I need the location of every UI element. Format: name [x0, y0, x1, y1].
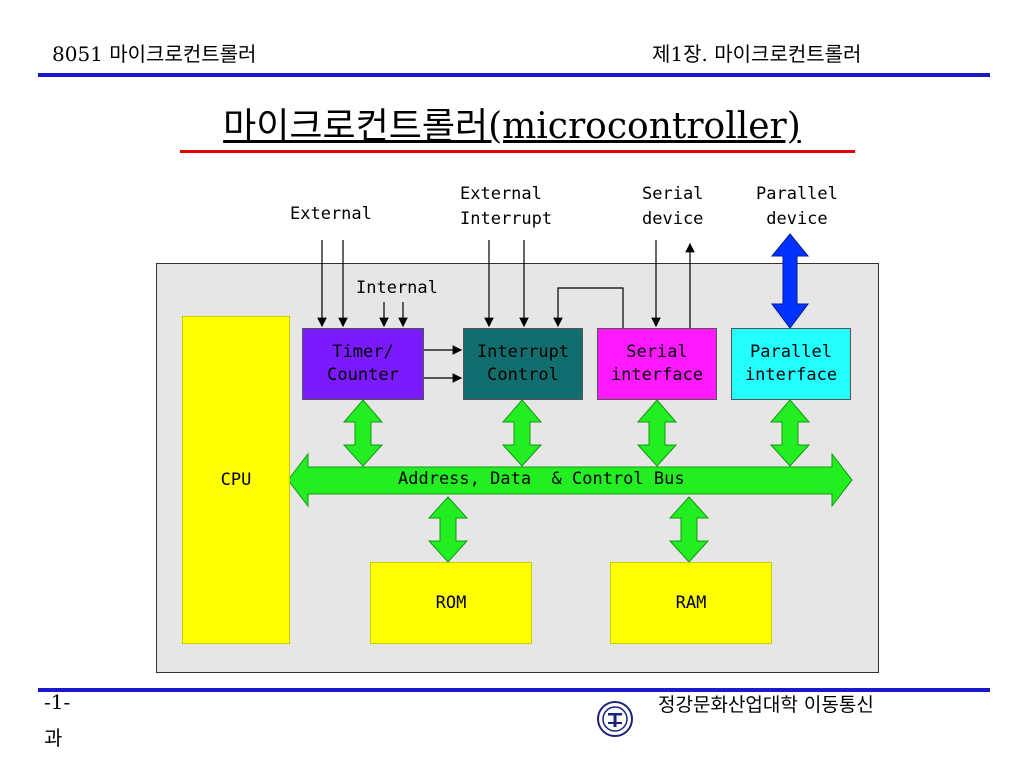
label-external-interrupt: External Interrupt: [460, 184, 553, 229]
interrupt-bus-arrow: [501, 399, 543, 467]
timer-bus-arrow: [342, 399, 384, 467]
ram-block: RAM: [610, 562, 772, 644]
header-left: 8051 마이크로컨트롤러: [52, 42, 257, 66]
university-seal-icon: [597, 701, 633, 737]
parallel-bus-arrow: [769, 399, 811, 467]
interrupt-control-block: Interrupt Control: [463, 328, 583, 400]
label-parallel-device: Parallel device: [756, 184, 838, 229]
footer-university: 정강문화산업대학 이동통신: [658, 694, 874, 716]
serial-to-interrupt-line: [553, 287, 624, 328]
cpu-block: CPU: [182, 316, 290, 644]
serial-bus-arrow: [636, 399, 678, 467]
label-internal: Internal: [356, 278, 438, 298]
title-underline: [180, 150, 855, 153]
timer-counter-block: Timer/ Counter: [302, 328, 424, 400]
page-title: 마이크로컨트롤러(microcontroller): [223, 106, 801, 147]
header-right: 제1장. 마이크로컨트롤러: [652, 42, 862, 66]
address-data-control-bus: [287, 452, 853, 508]
rom-block: ROM: [370, 562, 532, 644]
footer-rule: [38, 688, 990, 692]
footer-dept-line2: 과: [44, 726, 63, 750]
bus-ram-arrow: [668, 496, 710, 563]
label-external: External: [290, 204, 372, 224]
header-rule: [38, 73, 990, 77]
bus-rom-arrow: [427, 496, 469, 563]
parallel-device-arrow: [770, 233, 810, 329]
serial-interface-block: Serial interface: [597, 328, 717, 400]
parallel-interface-block: Parallel interface: [731, 328, 851, 400]
label-serial-device: Serial device: [642, 184, 704, 229]
footer-page-number: -1-: [44, 690, 71, 714]
bus-label: Address, Data & Control Bus: [398, 469, 685, 489]
